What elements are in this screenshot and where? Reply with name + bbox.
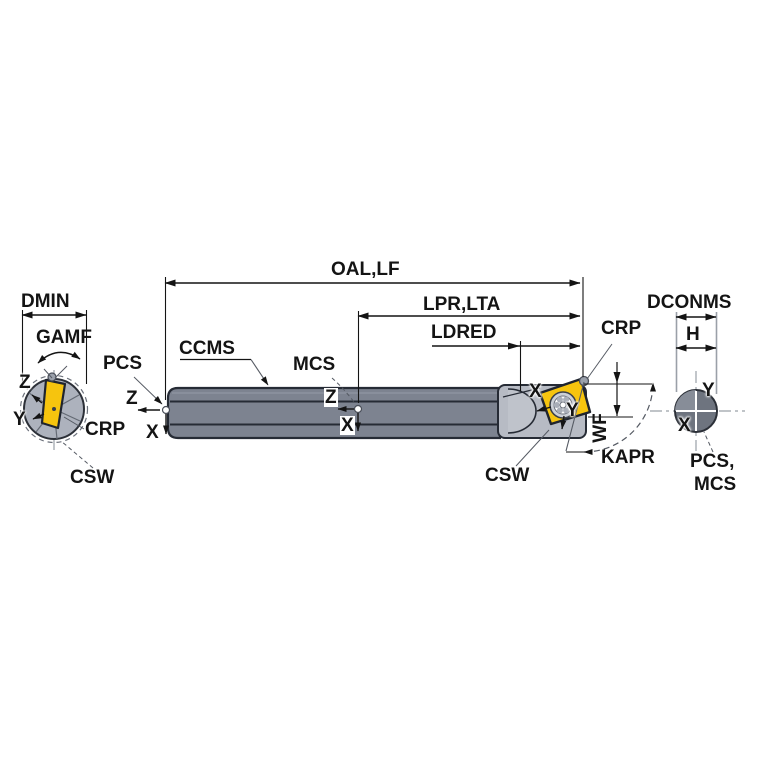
kapr-angle-arc bbox=[583, 382, 656, 455]
insert-screw bbox=[549, 391, 577, 419]
csw-right-leader bbox=[515, 429, 550, 467]
mcs-label: MCS bbox=[293, 354, 336, 375]
ccms-label: CCMS bbox=[179, 338, 235, 359]
tool-head bbox=[497, 343, 613, 467]
lpr-lta-label: LPR,LTA bbox=[423, 294, 501, 315]
pcs-mcs-leader bbox=[703, 431, 714, 453]
head-x-label: X bbox=[529, 381, 542, 402]
ldred-label: LDRED bbox=[431, 322, 497, 343]
ccms-leader bbox=[250, 359, 269, 386]
end-view-insert bbox=[40, 378, 67, 430]
head-y-label: Y bbox=[566, 400, 579, 421]
mcs-origin-marker bbox=[353, 404, 363, 414]
head-chamfer-line bbox=[502, 387, 541, 398]
crp-left-leader bbox=[63, 416, 85, 430]
mcs-leader bbox=[331, 377, 355, 403]
end-view-z-axis-arrow bbox=[31, 394, 43, 404]
gamf-leader-2 bbox=[54, 365, 68, 379]
pcs-left-label: PCS bbox=[103, 353, 143, 374]
pcs-leader bbox=[133, 376, 163, 405]
gamf-label: GAMF bbox=[36, 327, 92, 348]
wf-arrow-bottom bbox=[613, 405, 621, 416]
head-y-axis-arrow bbox=[560, 415, 567, 430]
mcs-x-label: X bbox=[340, 415, 355, 436]
csw-left-label: CSW bbox=[70, 467, 115, 488]
head-x-axis-arrow bbox=[536, 405, 552, 412]
wf-label: WF bbox=[590, 413, 611, 443]
head-dome bbox=[507, 388, 537, 434]
kapr-label: KAPR bbox=[601, 447, 655, 468]
crp-right-leader bbox=[586, 343, 613, 380]
oal-lf-label: OAL,LF bbox=[331, 259, 400, 280]
kapr-edge-line bbox=[565, 381, 585, 452]
end-view-z-label: Z bbox=[19, 372, 31, 393]
pcs-x-label: X bbox=[146, 422, 159, 443]
dimension-lines bbox=[164, 277, 584, 403]
pcs-z-label: Z bbox=[126, 388, 138, 409]
h-label: H bbox=[686, 324, 700, 345]
gamf-leader-1 bbox=[43, 368, 53, 379]
wf-arrow-top bbox=[613, 372, 621, 383]
pcs-origin-marker bbox=[161, 405, 171, 415]
csw-right-label: CSW bbox=[485, 465, 530, 486]
ldred-arrow-mid bbox=[508, 342, 520, 350]
pcs-mcs-label-line1: PCS, bbox=[690, 451, 735, 472]
crp-right-label: CRP bbox=[601, 318, 642, 339]
dmin-label: DMIN bbox=[21, 291, 70, 312]
section-y-label: Y bbox=[702, 380, 715, 401]
wf-kapr-dimensions bbox=[565, 362, 656, 455]
left-end-view bbox=[19, 310, 94, 469]
end-view-y-label: Y bbox=[13, 409, 26, 430]
mcs-z-label: Z bbox=[324, 387, 338, 408]
end-view-center-dot bbox=[52, 407, 56, 411]
end-view-y-axis-arrow bbox=[32, 412, 45, 420]
right-section-view bbox=[650, 312, 745, 453]
section-x-label: X bbox=[678, 415, 691, 436]
section-circle-light-quadrant bbox=[675, 390, 696, 411]
csw-left-leader bbox=[60, 440, 94, 469]
dconms-label: DCONMS bbox=[647, 292, 732, 313]
crp-left-label: CRP bbox=[85, 419, 126, 440]
gamf-angle-arrow bbox=[37, 351, 81, 364]
pcs-mcs-label-line2: MCS bbox=[694, 474, 737, 495]
